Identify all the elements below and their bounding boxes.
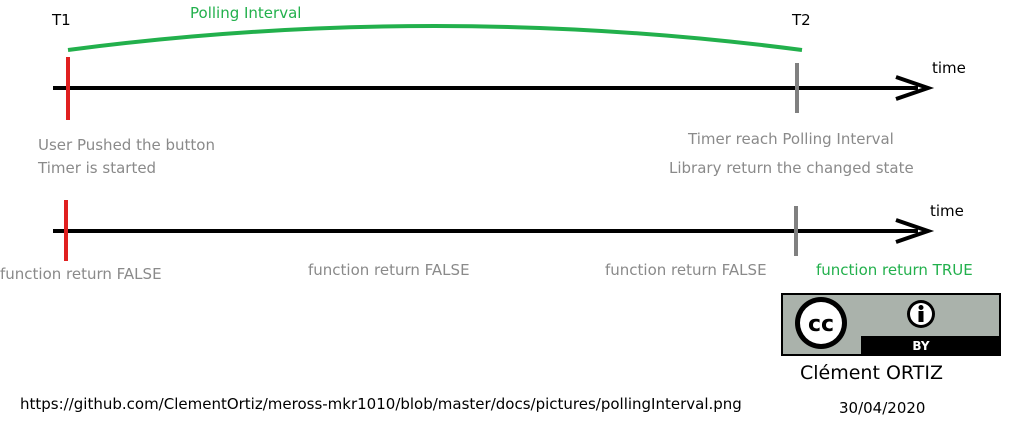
- return-label-1: function return FALSE: [0, 265, 162, 283]
- t1-label: T1: [52, 11, 71, 29]
- return-label-3: function return FALSE: [605, 261, 767, 279]
- source-url: https://github.com/ClementOrtiz/meross-m…: [20, 395, 742, 413]
- svg-text:cc: cc: [808, 312, 834, 337]
- start-caption-line-2: Timer is started: [38, 159, 157, 177]
- author-name: Clément ORTIZ: [800, 362, 943, 384]
- date-label: 30/04/2020: [839, 399, 926, 417]
- polling-interval-label: Polling Interval: [190, 4, 302, 22]
- top-time-label: time: [932, 59, 966, 77]
- top-axis-arrowhead: [895, 75, 935, 101]
- start-caption-line-1: User Pushed the button: [38, 136, 215, 154]
- end-caption-line-2: Library return the changed state: [669, 159, 914, 177]
- attribution-icon: [907, 300, 935, 328]
- return-label-2: function return FALSE: [308, 261, 470, 279]
- end-caption-line-1: Timer reach Polling Interval: [688, 130, 894, 148]
- cc-by-license-badge: cc BY: [781, 293, 1001, 356]
- t2-label: T2: [792, 11, 811, 29]
- return-label-true: function return TRUE: [816, 261, 973, 279]
- polling-interval-arc: [67, 24, 803, 52]
- cc-icon: cc: [795, 297, 847, 349]
- bottom-time-label: time: [930, 202, 964, 220]
- bottom-axis-arrowhead: [895, 218, 935, 244]
- by-text: BY: [912, 339, 929, 353]
